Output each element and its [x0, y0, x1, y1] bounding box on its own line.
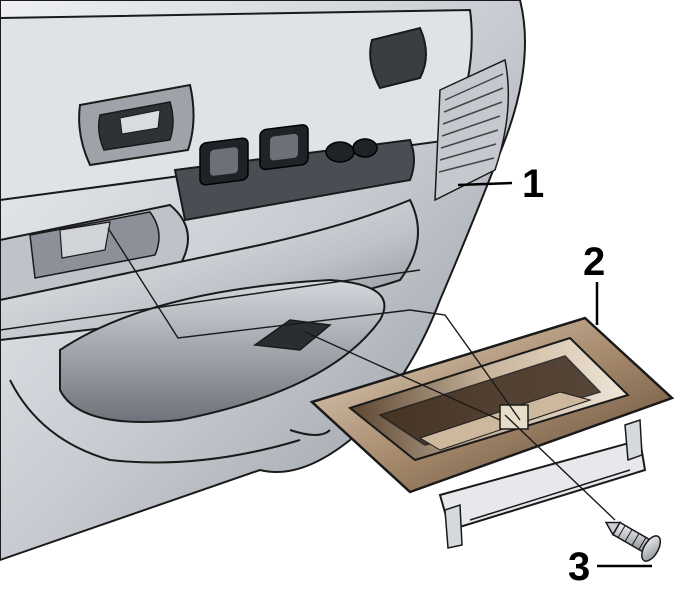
alignment-line-pocket: [304, 331, 501, 421]
callout-1: 1: [457, 162, 544, 206]
door-storage-pocket: [0, 203, 189, 302]
window-switch-console: [173, 124, 415, 222]
mirror-switch-recess: [369, 26, 427, 90]
callout-3: 3: [568, 545, 652, 589]
assembly-lines: [107, 227, 616, 521]
screw: [604, 521, 662, 562]
inner-door-handle: [78, 83, 195, 167]
callout-2-label: 2: [583, 240, 605, 284]
callout-1-leader: [457, 181, 513, 187]
door-trim-panel: [0, 0, 526, 562]
screw-axis-line: [504, 414, 616, 521]
screw-boss: [499, 404, 529, 430]
alignment-line-right: [409, 309, 521, 421]
pull-cup-opening: [252, 319, 332, 351]
pull-cup-recess: [59, 278, 386, 423]
callout-2: 2: [583, 240, 605, 325]
alignment-line-left: [107, 227, 411, 339]
speaker-grille: [434, 58, 510, 202]
pull-handle-assembly: [309, 316, 675, 549]
callout-1-label: 1: [522, 162, 544, 206]
callout-3-label: 3: [568, 545, 590, 589]
